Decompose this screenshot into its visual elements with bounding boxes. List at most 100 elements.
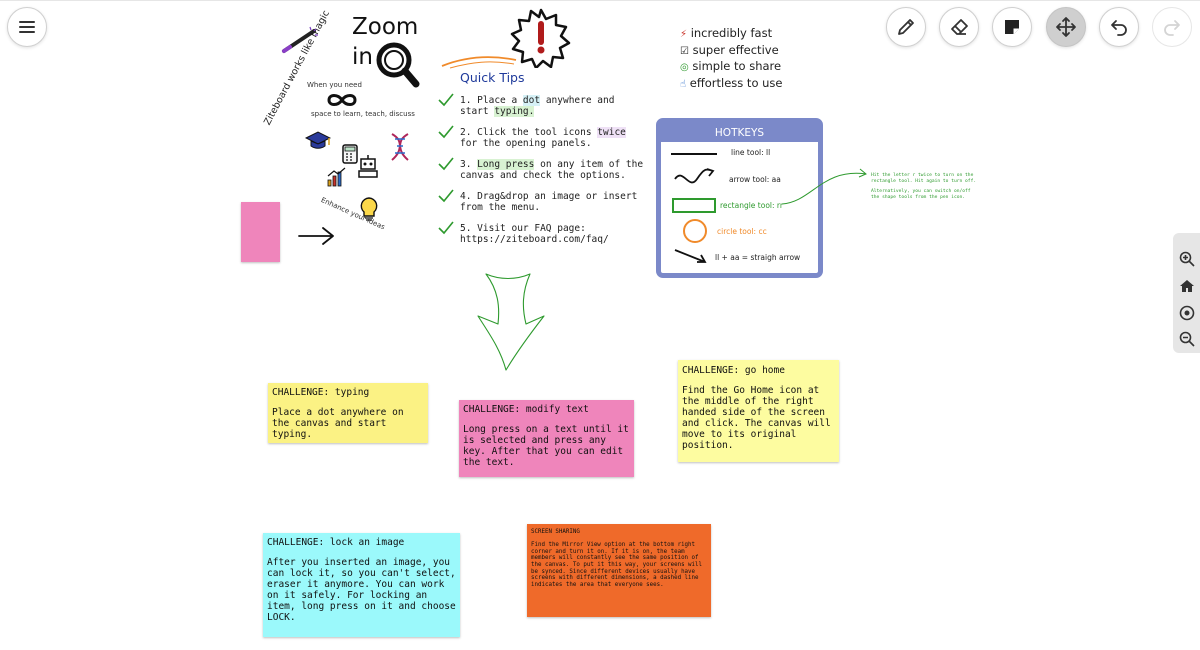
feature-effortless: ☝ effortless to use bbox=[680, 76, 783, 93]
when-you-need-text: When you need bbox=[307, 81, 362, 89]
redo-button[interactable] bbox=[1152, 7, 1192, 47]
tip-3: 3. Long press on any item of the canvas … bbox=[438, 157, 645, 182]
straight-arrow-sample-icon bbox=[674, 249, 707, 263]
side-note-line-2: Alternatively, you can switch on/off the… bbox=[871, 189, 971, 201]
feature-effortless-label: effortless to use bbox=[689, 75, 783, 90]
menu-button[interactable] bbox=[7, 7, 47, 47]
tip-1-highlight-dot: dot bbox=[522, 95, 541, 106]
infinity-icon bbox=[327, 94, 357, 106]
pencil-icon bbox=[898, 19, 914, 35]
zoom-controls bbox=[1173, 233, 1200, 353]
down-arrow-drawing[interactable] bbox=[474, 270, 554, 374]
tip-4-text: 4. Drag&drop an image or insert from the… bbox=[460, 191, 638, 213]
green-connector-arrow bbox=[781, 168, 867, 205]
undo-button[interactable] bbox=[1099, 7, 1139, 47]
pan-tool-button[interactable] bbox=[1046, 7, 1086, 47]
eraser-icon bbox=[951, 19, 968, 35]
graduation-cap-icon bbox=[305, 131, 331, 149]
zoom-label: Zoom bbox=[352, 14, 419, 40]
tip-4: 4. Drag&drop an image or insert from the… bbox=[438, 189, 645, 214]
home-icon bbox=[1180, 280, 1194, 292]
tip-2-text-b: for the opening panels. bbox=[460, 137, 592, 149]
note-title: SCREEN SHARING bbox=[531, 529, 580, 535]
magic-wand-icon bbox=[282, 26, 318, 53]
note-title: CHALLENGE: lock an image bbox=[267, 537, 405, 548]
tip-3-highlight-long-press: Long press bbox=[477, 159, 535, 170]
feature-fast: ⚡ incredibly fast bbox=[680, 26, 783, 43]
top-border bbox=[0, 0, 1200, 1]
wave-arrow-sample-icon bbox=[674, 168, 715, 184]
space-to-learn-text: space to learn, teach, discuss bbox=[311, 110, 415, 118]
sticky-note-typing[interactable]: CHALLENGE: typing Place a dot anywhere o… bbox=[268, 383, 428, 443]
zoom-in-button[interactable] bbox=[1177, 249, 1197, 269]
line-sample-icon bbox=[671, 153, 717, 155]
note-body: Find the Go Home icon at the middle of t… bbox=[682, 385, 831, 451]
hotkey-straight: ll + aa = straigh arrow bbox=[715, 253, 801, 262]
undo-icon bbox=[1111, 20, 1127, 36]
tip-1-text-b: anywhere and start bbox=[460, 95, 615, 117]
side-note-line-1: Hit the letter r twice to turn on the re… bbox=[871, 173, 977, 184]
go-home-button[interactable] bbox=[1177, 276, 1197, 296]
move-icon bbox=[1056, 17, 1076, 37]
center-button[interactable] bbox=[1177, 303, 1197, 323]
tip-2-text-a: 2. Click the tool icons bbox=[460, 127, 598, 138]
hand-pointer-icon: ☝ bbox=[680, 78, 687, 90]
hotkeys-title: HOTKEYS bbox=[714, 127, 765, 139]
note-body: Find the Mirror View option at the botto… bbox=[531, 542, 703, 588]
side-note: Hit the letter r twice to turn on the re… bbox=[871, 173, 979, 201]
tip-3-text-a: 3. bbox=[460, 159, 478, 170]
features-list: ⚡ incredibly fast ☑ super effective ◎ si… bbox=[680, 26, 783, 92]
feature-share-label: simple to share bbox=[692, 59, 782, 73]
tip-3-text-b: on any item of the canvas and check the … bbox=[460, 159, 644, 181]
tip-2: 2. Click the tool icons twice for the op… bbox=[438, 125, 645, 150]
sticky-note-tool-button[interactable] bbox=[992, 7, 1032, 47]
pink-square[interactable] bbox=[241, 202, 280, 262]
zoom-in-icon bbox=[1179, 251, 1195, 267]
check-icon bbox=[438, 221, 454, 235]
zoom-out-icon bbox=[1179, 331, 1195, 347]
feature-share: ◎ simple to share bbox=[680, 59, 783, 76]
sticky-note-go-home[interactable]: CHALLENGE: go home Find the Go Home icon… bbox=[678, 360, 839, 462]
hotkey-arrow: arrow tool: aa bbox=[729, 175, 781, 184]
bar-chart-icon bbox=[327, 167, 346, 187]
sticky-note-modify-text[interactable]: CHALLENGE: modify text Long press on a t… bbox=[459, 400, 634, 477]
clipboard-check-icon: ☑ bbox=[680, 45, 689, 57]
hotkeys-header: HOTKEYS bbox=[661, 123, 818, 142]
check-icon bbox=[438, 125, 454, 139]
quick-tips-underline-swoosh bbox=[441, 56, 517, 69]
tip-5-text: 5. Visit our FAQ page: https://ziteboard… bbox=[460, 223, 609, 245]
redo-icon bbox=[1164, 20, 1180, 36]
note-title: CHALLENGE: go home bbox=[682, 365, 785, 376]
hotkeys-box[interactable]: HOTKEYS line tool: ll arrow tool: aa rec… bbox=[656, 118, 823, 278]
circle-sample-icon bbox=[683, 219, 707, 243]
tip-5: 5. Visit our FAQ page: https://ziteboard… bbox=[438, 221, 645, 246]
tip-1-text-a: 1. Place a bbox=[460, 95, 523, 106]
note-title: CHALLENGE: modify text bbox=[463, 404, 589, 415]
robot-icon bbox=[358, 155, 378, 178]
hamburger-menu-icon bbox=[19, 21, 35, 33]
share-icon: ◎ bbox=[680, 62, 689, 73]
sticky-note-icon bbox=[1005, 20, 1019, 34]
note-body: After you inserted an image, you can loc… bbox=[267, 557, 456, 623]
note-title: CHALLENGE: typing bbox=[272, 387, 370, 398]
feature-effective-label: super effective bbox=[692, 42, 779, 57]
zoom-out-button[interactable] bbox=[1177, 329, 1197, 349]
quick-tips-title: Quick Tips bbox=[460, 70, 525, 85]
pen-tool-button[interactable] bbox=[886, 7, 926, 47]
center-icon bbox=[1179, 305, 1195, 321]
tip-2-highlight-twice: twice bbox=[597, 127, 626, 138]
right-arrow-drawing[interactable] bbox=[297, 225, 337, 245]
sticky-note-lock-image[interactable]: CHALLENGE: lock an image After you inser… bbox=[263, 533, 460, 637]
sticky-note-screen-sharing[interactable]: SCREEN SHARING Find the Mirror View opti… bbox=[527, 524, 711, 617]
exclamation-burst-icon bbox=[510, 8, 571, 68]
rectangle-sample-icon bbox=[672, 198, 716, 213]
hotkey-line: line tool: ll bbox=[731, 148, 771, 157]
feature-fast-label: incredibly fast bbox=[690, 26, 773, 40]
zoom-in-label: in bbox=[352, 44, 373, 70]
eraser-tool-button[interactable] bbox=[939, 7, 979, 47]
check-icon bbox=[438, 157, 454, 171]
feature-effective: ☑ super effective bbox=[680, 43, 783, 60]
dna-icon bbox=[391, 133, 409, 161]
lightbulb-icon bbox=[360, 197, 378, 221]
calculator-icon bbox=[342, 144, 358, 164]
